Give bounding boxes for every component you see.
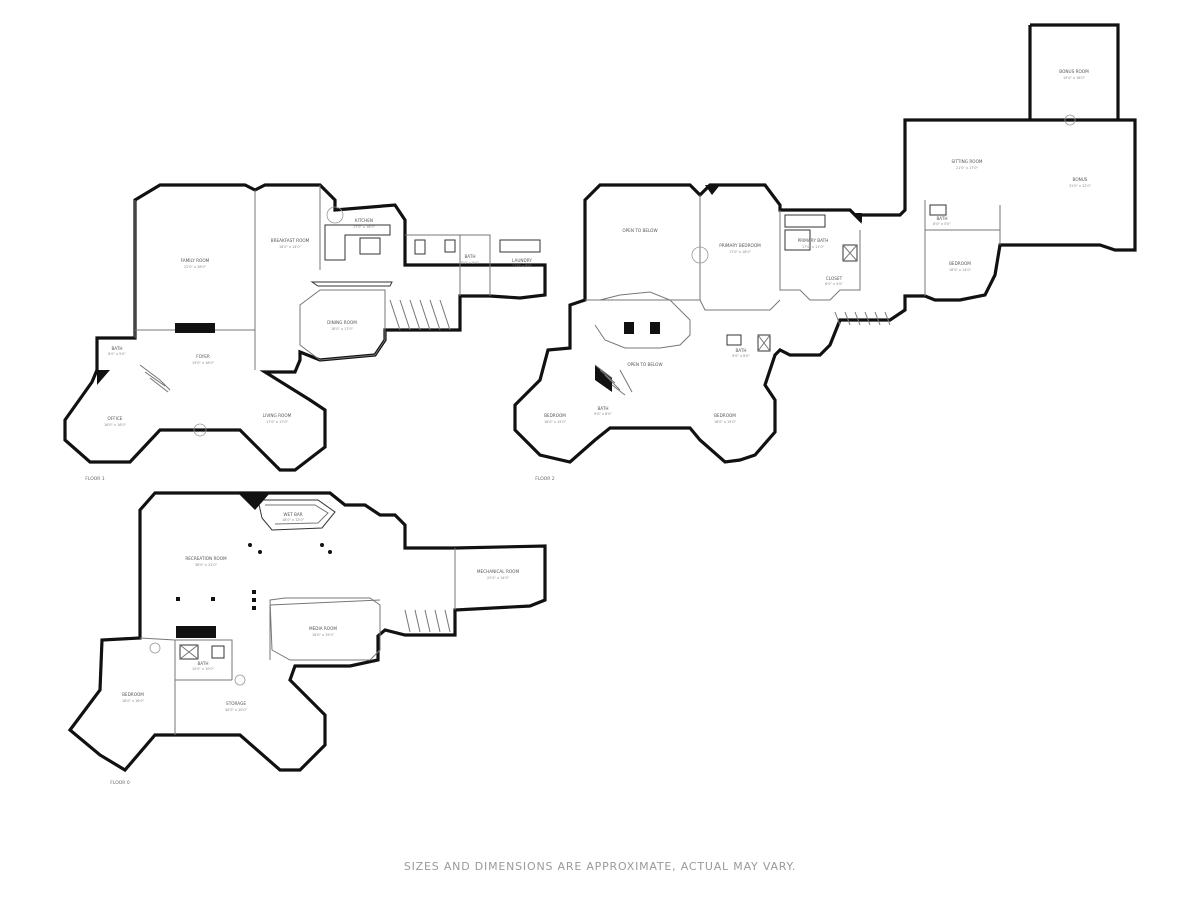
room-dims-family-room: 22'0" x 28'0" xyxy=(184,265,207,269)
room-dims-dining-room: 18'0" x 17'0" xyxy=(331,327,354,331)
room-label-bath-upper-right: BATH xyxy=(735,348,746,353)
disclaimer-text: SIZES AND DIMENSIONS ARE APPROXIMATE, AC… xyxy=(403,860,797,873)
room-dims-sitting-room: 21'0" x 17'0" xyxy=(956,166,979,170)
room-label-foyer: FOYER xyxy=(196,354,210,359)
room-dims-storage: 40'0" x 20'0" xyxy=(225,708,248,712)
room-dims-kitchen: 17'0" x 16'0" xyxy=(353,225,376,229)
room-label-open-to-below-1: OPEN TO BELOW xyxy=(622,228,657,233)
room-dims-primary-bath: 17'0" x 11'0" xyxy=(802,245,825,249)
room-label-bedroom-east: BEDROOM xyxy=(949,261,971,266)
room-label-laundry: LAUNDRY xyxy=(512,258,532,263)
floor-label-main: FLOOR 1 xyxy=(85,476,105,482)
room-dims-bonus-room: 19'0" x 18'0" xyxy=(1063,76,1086,80)
room-dims-bath-upper-right: 9'0" x 8'0" xyxy=(732,354,750,358)
room-label-living-room: LIVING ROOM xyxy=(263,413,292,418)
main-floor-exterior-wall xyxy=(63,183,547,472)
fireplace-icon xyxy=(175,323,215,333)
floor-label-lower: FLOOR 0 xyxy=(110,780,130,786)
room-label-sitting-room: SITTING ROOM xyxy=(952,159,983,164)
room-dims-laundry: 11'0" x 9'0" xyxy=(512,264,532,268)
room-dims-closet: 6'0" x 5'0" xyxy=(825,282,843,286)
room-label-bath-upper-east: BATH xyxy=(936,216,947,221)
room-dims-recreation-room: 38'0" x 22'0" xyxy=(195,563,218,567)
lower-floor-exterior-wall xyxy=(67,491,547,773)
room-label-open-to-below-2: OPEN TO BELOW xyxy=(627,362,662,367)
room-label-office: OFFICE xyxy=(108,416,123,421)
room-dims-bath-main: 8'0" x 5'0" xyxy=(461,261,479,265)
room-label-bonus-room: BONUS ROOM xyxy=(1059,69,1089,74)
room-label-bath-upper-mid: BATH xyxy=(597,406,608,411)
room-dims-bath-small: 6'0" x 5'0" xyxy=(108,352,126,356)
room-dims-bonus: 31'0" x 22'0" xyxy=(1069,184,1092,188)
room-dims-bedroom-se: 16'0" x 15'0" xyxy=(714,420,737,424)
room-dims-primary-bedroom: 17'0" x 18'0" xyxy=(729,250,752,254)
room-label-media-room: MEDIA ROOM xyxy=(309,626,337,631)
room-label-bedroom-lower: BEDROOM xyxy=(122,692,144,697)
room-label-bath-small: BATH xyxy=(111,346,122,351)
room-label-mechanical-room: MECHANICAL ROOM xyxy=(477,569,520,574)
room-label-bedroom-se: BEDROOM xyxy=(714,413,736,418)
room-dims-living-room: 17'0" x 17'0" xyxy=(266,420,289,424)
room-label-family-room: FAMILY ROOM xyxy=(181,258,210,263)
room-label-bedroom-sw: BEDROOM xyxy=(544,413,566,418)
room-dims-bedroom-east: 16'0" x 14'0" xyxy=(949,268,972,272)
room-dims-office: 16'0" x 16'0" xyxy=(104,423,127,427)
room-dims-bedroom-lower: 18'0" x 16'0" xyxy=(122,699,145,703)
room-dims-media-room: 18'0" x 15'0" xyxy=(312,633,335,637)
floor-label-upper: FLOOR 2 xyxy=(535,476,555,482)
room-label-bath-lower: BATH xyxy=(197,661,208,666)
room-label-recreation-room: RECREATION ROOM xyxy=(185,556,227,561)
room-label-breakfast-room: BREAKFAST ROOM xyxy=(271,238,310,243)
main-floor-plan: FAMILY ROOM 22'0" x 28'0" BREAKFAST ROOM… xyxy=(63,183,547,482)
room-dims-foyer: 19'0" x 18'0" xyxy=(192,361,215,365)
room-dims-bedroom-sw: 16'0" x 15'0" xyxy=(544,420,567,424)
room-label-primary-bedroom: PRIMARY BEDROOM xyxy=(719,243,761,248)
room-label-kitchen: KITCHEN xyxy=(355,218,373,223)
lower-floor-plan: WET BAR 18'0" x 12'0" RECREATION ROOM 38… xyxy=(67,491,547,786)
column-icon xyxy=(624,322,634,334)
room-dims-bath-upper-east: 8'0" x 5'0" xyxy=(933,222,951,226)
room-dims-bath-lower: 10'0" x 10'0" xyxy=(192,667,215,671)
room-label-closet: CLOSET xyxy=(826,276,843,281)
column-icon xyxy=(650,322,660,334)
room-label-dining-room: DINING ROOM xyxy=(327,320,357,325)
room-dims-wet-bar: 18'0" x 12'0" xyxy=(282,518,305,522)
room-label-bonus: BONUS xyxy=(1073,177,1088,182)
room-dims-bath-upper-mid: 9'0" x 8'0" xyxy=(594,412,612,416)
upper-floor-plan: OPEN TO BELOW PRIMARY BEDROOM 17'0" x 18… xyxy=(513,23,1137,482)
room-label-wet-bar: WET BAR xyxy=(283,512,302,517)
room-dims-mechanical-room: 22'0" x 14'0" xyxy=(487,576,510,580)
room-label-storage: STORAGE xyxy=(226,701,246,706)
room-label-bath-main: BATH xyxy=(464,254,475,259)
room-label-primary-bath: PRIMARY BATH xyxy=(798,238,829,243)
room-dims-breakfast-room: 16'0" x 14'0" xyxy=(279,245,302,249)
